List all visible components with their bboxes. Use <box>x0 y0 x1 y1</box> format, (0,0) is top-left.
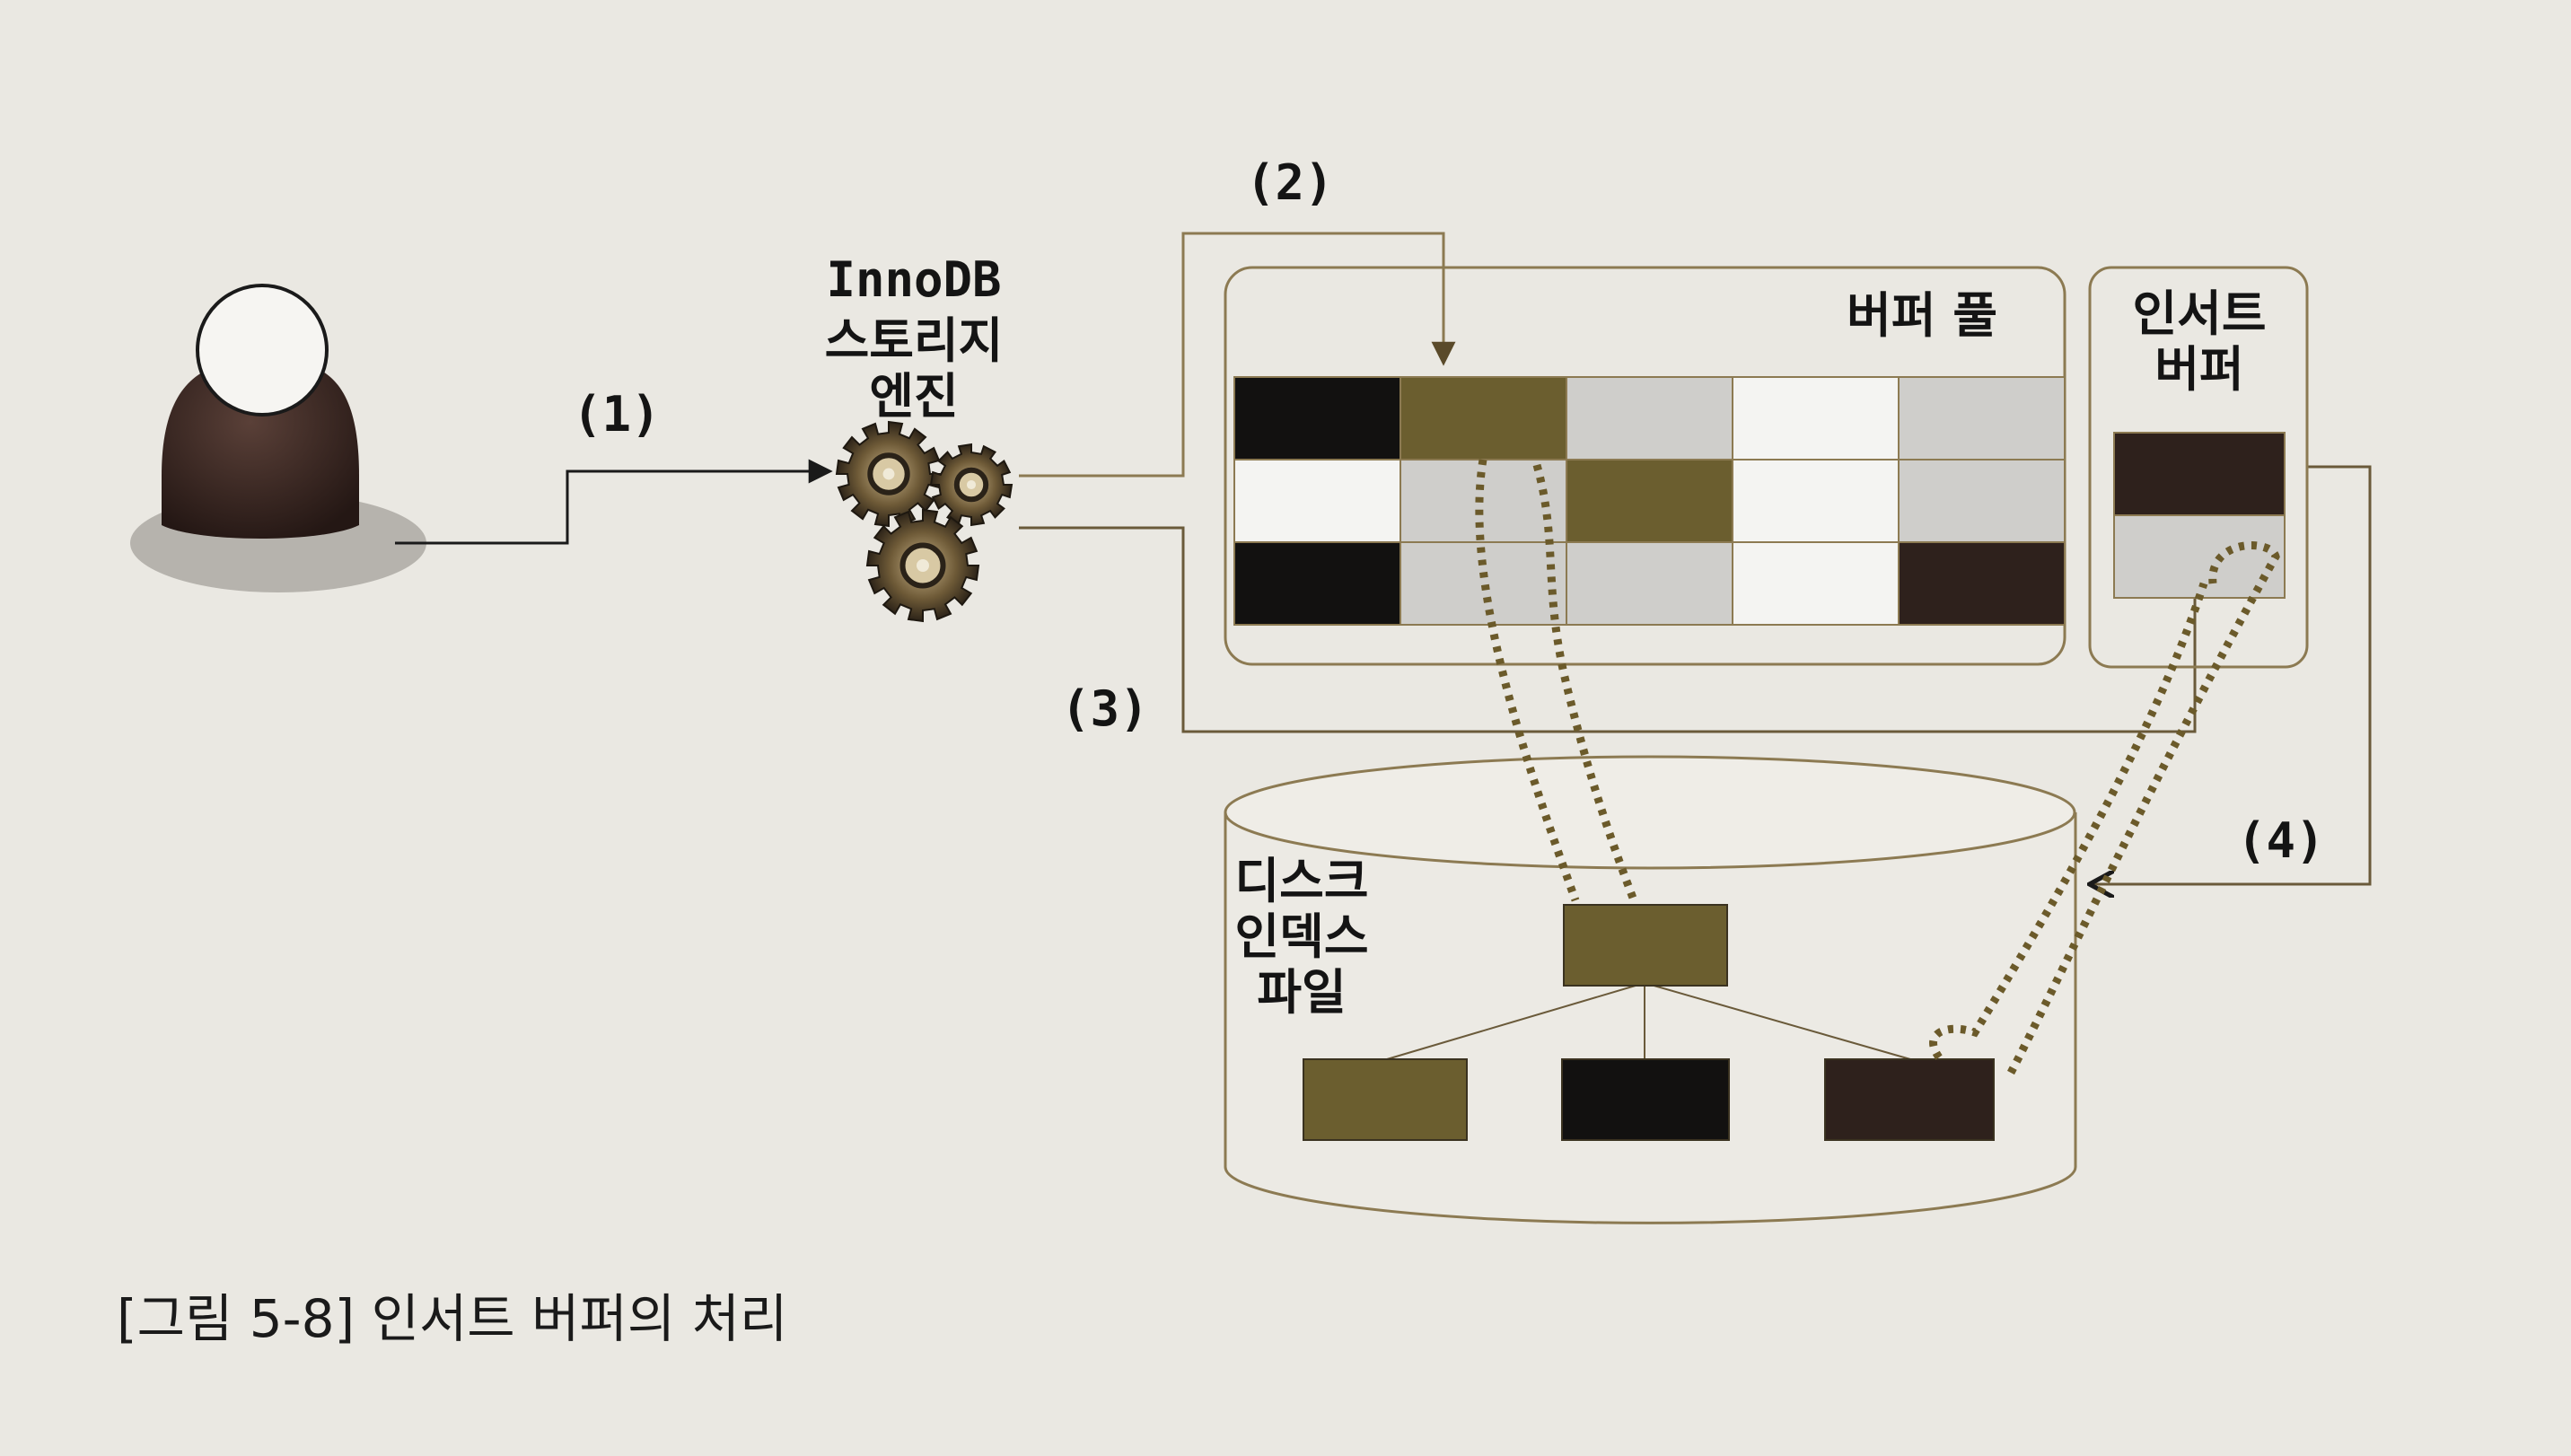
disk-label-line1: 디스크 <box>1234 853 1368 909</box>
buffer-page-r1-c5 <box>1898 376 2066 460</box>
buffer-page-r2-c5 <box>1898 459 2066 543</box>
insert-buffer-label-line2: 버퍼 <box>2154 341 2243 398</box>
buffer-page-r1-c3 <box>1566 376 1733 460</box>
buffer-page-r3-c1 <box>1233 541 1401 626</box>
engine-label-line1: InnoDB <box>826 251 1001 308</box>
user-icon <box>130 284 426 592</box>
buffer-page-r1-c2 <box>1400 376 1567 460</box>
step-1-label: (1) <box>573 386 661 443</box>
insert-buffer-label-line1: 인서트 <box>2132 285 2266 342</box>
buffer-page-r1-c4 <box>1732 376 1900 460</box>
step-1-arrow <box>395 459 833 545</box>
step-3-label: (3) <box>1061 680 1149 737</box>
step-4-label: (4) <box>2237 812 2325 869</box>
buffer-page-r3-c5 <box>1898 541 2066 626</box>
disk-label-line3: 파일 <box>1257 964 1346 1021</box>
buffer-page-r1-c1 <box>1233 376 1401 460</box>
buffer-pool-label: 버퍼 풀 <box>1847 287 1997 344</box>
gears-icon <box>835 420 1013 623</box>
buffer-page-r2-c4 <box>1732 459 1900 543</box>
buffer-page-r3-c2 <box>1400 541 1567 626</box>
disk-cylinder <box>1224 755 2077 1224</box>
dotted-paths <box>1475 459 2280 1075</box>
insert-buffer-entry-dark <box>2113 432 2286 516</box>
buffer-page-r3-c3 <box>1566 541 1733 626</box>
buffer-page-r2-c2 <box>1400 459 1567 543</box>
insert-buffer-frame <box>2088 266 2309 669</box>
index-leaf-node-3 <box>1824 1058 1995 1141</box>
insert-buffer-entry-light <box>2113 514 2286 599</box>
index-leaf-node-2 <box>1561 1058 1730 1141</box>
buffer-page-r2-c1 <box>1233 459 1401 543</box>
engine-label-line2: 스토리지 <box>825 312 1004 369</box>
figure-caption: [그림 5-8] 인서트 버퍼의 처리 <box>117 1288 788 1349</box>
index-tree-lines <box>1386 982 1911 1060</box>
engine-to-buffer-lines <box>1019 232 2372 884</box>
step-2-label: (2) <box>1246 154 1334 211</box>
index-root-node <box>1563 904 1728 987</box>
engine-label-line3: 엔진 <box>869 368 958 425</box>
index-leaf-node-1 <box>1303 1058 1468 1141</box>
buffer-page-r2-c3 <box>1566 459 1733 543</box>
buffer-page-r3-c4 <box>1732 541 1900 626</box>
buffer-pool-pages <box>1233 376 2066 626</box>
disk-label-line2: 인덱스 <box>1234 908 1368 965</box>
